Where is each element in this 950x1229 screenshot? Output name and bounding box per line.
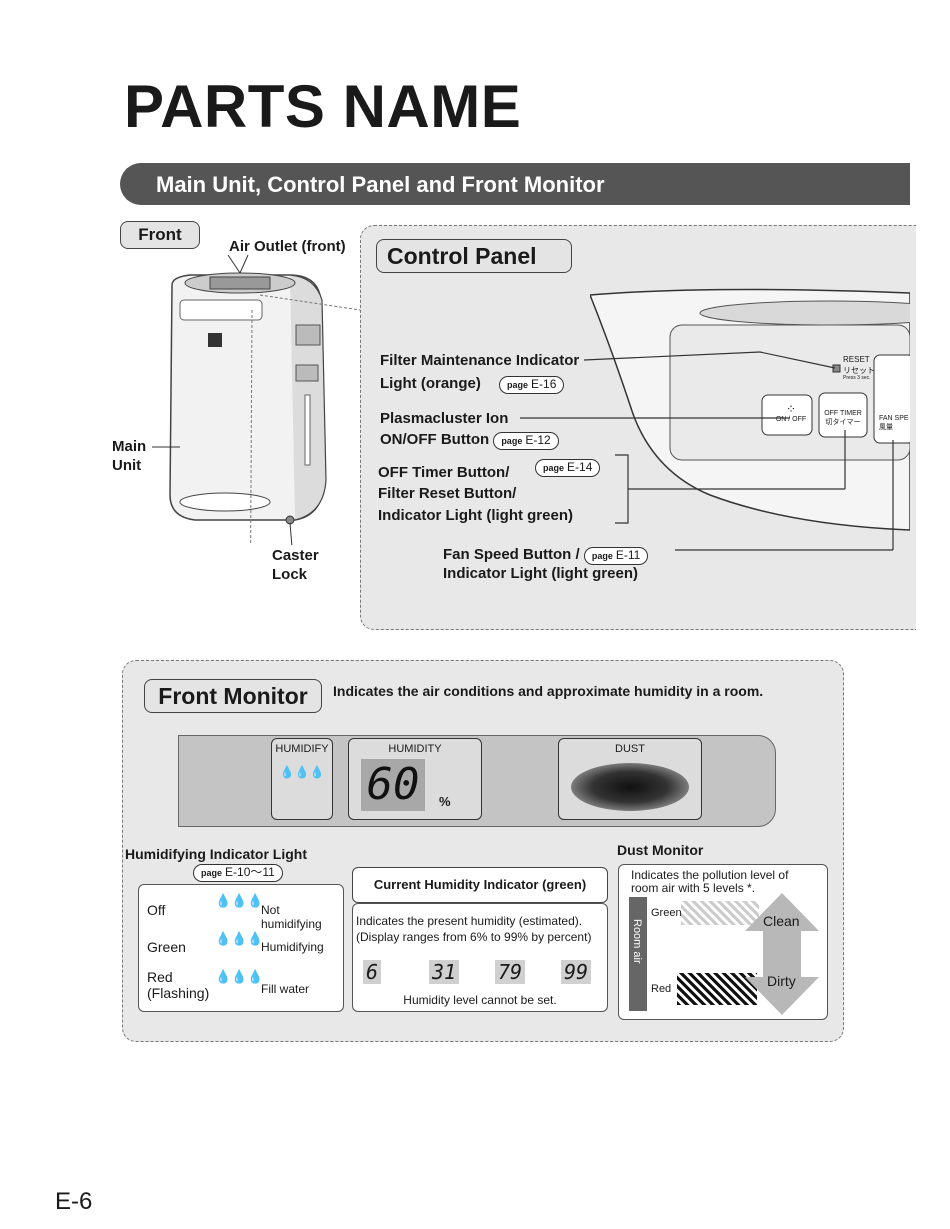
drops-green-icon: 💧💧💧 (215, 931, 264, 946)
clean-label: Clean (763, 913, 800, 929)
humidify-window: HUMIDIFY 💧💧💧 (271, 738, 333, 820)
state-green-desc: Humidifying (261, 940, 324, 954)
green-label: Green (651, 907, 682, 919)
caster-lock-label-1: Caster (272, 547, 319, 564)
plasmacluster-label-1: Plasmacluster Ion (380, 410, 509, 427)
current-humidity-desc-1: Indicates the present humidity (estimate… (356, 914, 583, 928)
section-banner-text: Main Unit, Control Panel and Front Monit… (156, 172, 605, 197)
humidifying-title: Humidifying Indicator Light (125, 846, 307, 862)
example-99: 99 (561, 960, 592, 984)
humidify-label: HUMIDIFY (275, 743, 329, 755)
page-number: E-6 (55, 1188, 93, 1215)
off-timer-label-1: OFF Timer Button/ (378, 464, 510, 481)
humidity-value: 60 (361, 759, 425, 811)
dirty-label: Dirty (767, 973, 796, 989)
clean-dirty-arrow (745, 893, 819, 1015)
fan-speed-button[interactable]: FAN SPE 風量 (879, 415, 913, 432)
panel-fanspeed-text: FAN SPE (879, 415, 909, 422)
dust-label: DUST (615, 743, 645, 755)
current-humidity-desc-2: (Display ranges from 6% to 99% by percen… (356, 930, 592, 944)
percent-sign: % (439, 794, 451, 809)
main-unit-label-2: Unit (112, 457, 142, 474)
humidity-label: HUMIDITY (388, 743, 442, 755)
current-humidity-note: Humidity level cannot be set. (403, 993, 557, 1007)
plasmacluster-button[interactable]: ⁘ ON / OFF (768, 402, 814, 423)
red-dust-pattern (677, 973, 757, 1005)
red-label: Red (651, 983, 672, 995)
room-air-bar: Room air (629, 897, 647, 1011)
control-panel-title: Control Panel (376, 239, 572, 273)
example-31: 31 (429, 960, 460, 984)
main-unit-label-1: Main (112, 438, 147, 455)
caster-lock-label-2: Lock (272, 566, 308, 583)
current-humidity-title: Current Humidity Indicator (green) (352, 867, 608, 903)
panel-fanspeed-jp: 風量 (879, 424, 893, 431)
dust-indicator-dots (571, 763, 689, 811)
air-outlet-label: Air Outlet (front) (229, 238, 346, 255)
panel-press-text: Press 3 sec. (843, 375, 871, 381)
page-title: PARTS NAME (124, 73, 522, 140)
dust-window: DUST (558, 738, 702, 820)
off-timer-button[interactable]: OFF TIMER 切タイマー (820, 410, 866, 427)
fan-speed-label-2: Indicator Light (light green) (443, 565, 638, 582)
current-humidity-box: Indicates the present humidity (estimate… (352, 903, 608, 1012)
dust-monitor-title: Dust Monitor (617, 842, 704, 858)
green-dust-pattern (681, 901, 759, 925)
room-air-label: Room air (631, 919, 643, 964)
panel-reset-jp: リセット (843, 366, 875, 375)
drops-off-icon: 💧💧💧 (215, 893, 264, 908)
air-purifier-illustration (152, 255, 361, 545)
panel-reset-text: RESET (843, 355, 870, 364)
drops-red-icon: 💧💧💧 (215, 969, 264, 984)
example-6: 6 (363, 960, 382, 984)
dust-desc-2: room air with 5 levels *. (631, 881, 756, 895)
humidifying-states-box: Off 💧💧💧 Not humidifying Green 💧💧💧 Humidi… (138, 884, 344, 1012)
filter-indicator-label-1: Filter Maintenance Indicator (380, 352, 580, 369)
dust-monitor-box: Indicates the pollution level of room ai… (618, 864, 828, 1020)
water-drops-icon: 💧💧💧 (279, 765, 325, 779)
control-panel-illustration (590, 288, 910, 531)
section-banner: Main Unit, Control Panel and Front Monit… (120, 163, 910, 205)
state-off-desc: Not humidifying (261, 903, 322, 931)
front-monitor-title: Front Monitor (144, 679, 322, 713)
panel-offtimer-text: OFF TIMER (824, 410, 862, 417)
state-green: Green (147, 939, 186, 955)
panel-onoff-text: ON / OFF (775, 416, 807, 423)
state-off: Off (147, 902, 166, 918)
plasmacluster-icon: ⁘ (785, 402, 797, 416)
humidity-window: HUMIDITY 60 % (348, 738, 482, 820)
state-red: Red (Flashing) (147, 969, 210, 1001)
state-red-desc: Fill water (261, 982, 310, 996)
example-79: 79 (495, 960, 526, 984)
dust-desc-1: Indicates the pollution level of (631, 868, 789, 882)
front-tab: Front (120, 221, 200, 249)
front-monitor-description: Indicates the air conditions and approxi… (333, 683, 764, 699)
panel-offtimer-jp: 切タイマー (825, 419, 861, 426)
off-timer-label-2: Filter Reset Button/ (378, 485, 517, 502)
off-timer-label-3: Indicator Light (light green) (378, 507, 573, 524)
